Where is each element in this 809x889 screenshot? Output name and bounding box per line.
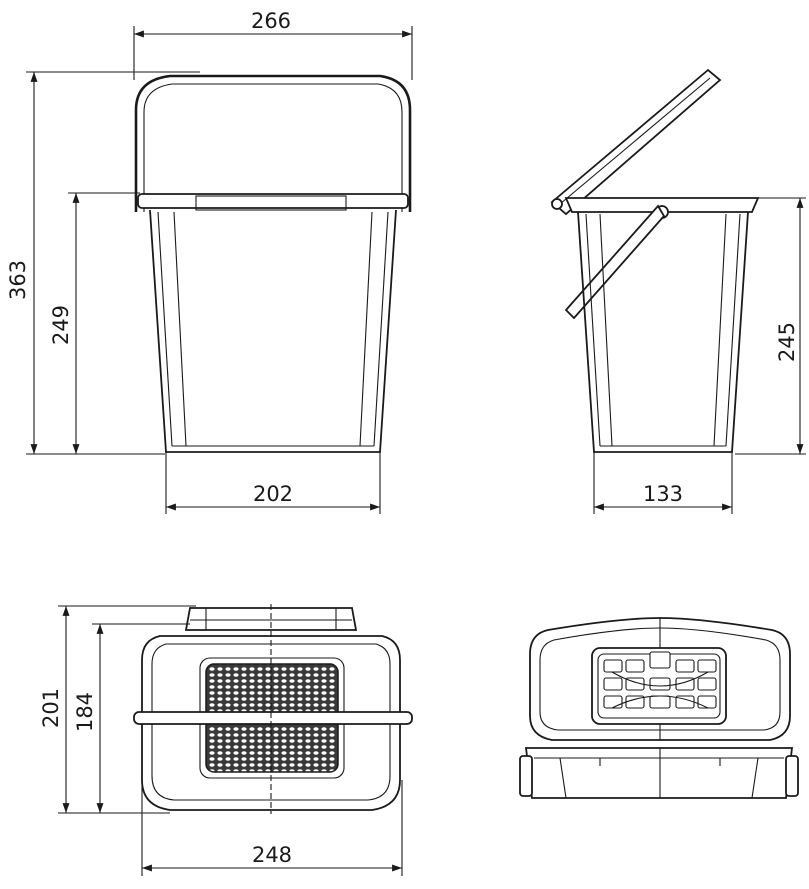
- dim-top-depth-outer: 201: [39, 688, 63, 728]
- side-view: 245 133: [550, 68, 806, 514]
- dim-top-depth-inner: 184: [73, 692, 97, 732]
- front-handle: [134, 74, 412, 212]
- dim-front-width-top: 266: [251, 9, 291, 33]
- underside-view: [519, 617, 799, 799]
- underside-base: [524, 747, 794, 799]
- front-lid: [137, 193, 409, 209]
- top-handle-bar: [133, 711, 413, 725]
- underside-right-wheel: [785, 755, 799, 797]
- front-view: 266 363 249 202: [6, 9, 413, 514]
- side-rim: [564, 197, 760, 213]
- dim-top-width: 248: [252, 843, 292, 867]
- underside-grille: [603, 651, 717, 709]
- dim-front-base-width: 202: [253, 482, 293, 506]
- dim-front-total-height: 363: [6, 260, 30, 300]
- side-body: [577, 211, 749, 453]
- front-body: [149, 209, 397, 453]
- dim-front-body-height: 249: [49, 305, 73, 345]
- side-lid-open: [550, 68, 722, 216]
- dim-side-base-width: 133: [643, 482, 683, 506]
- underside-left-wheel: [519, 755, 533, 797]
- dim-side-height: 245: [775, 322, 799, 362]
- top-view: 201 184 248: [39, 604, 413, 876]
